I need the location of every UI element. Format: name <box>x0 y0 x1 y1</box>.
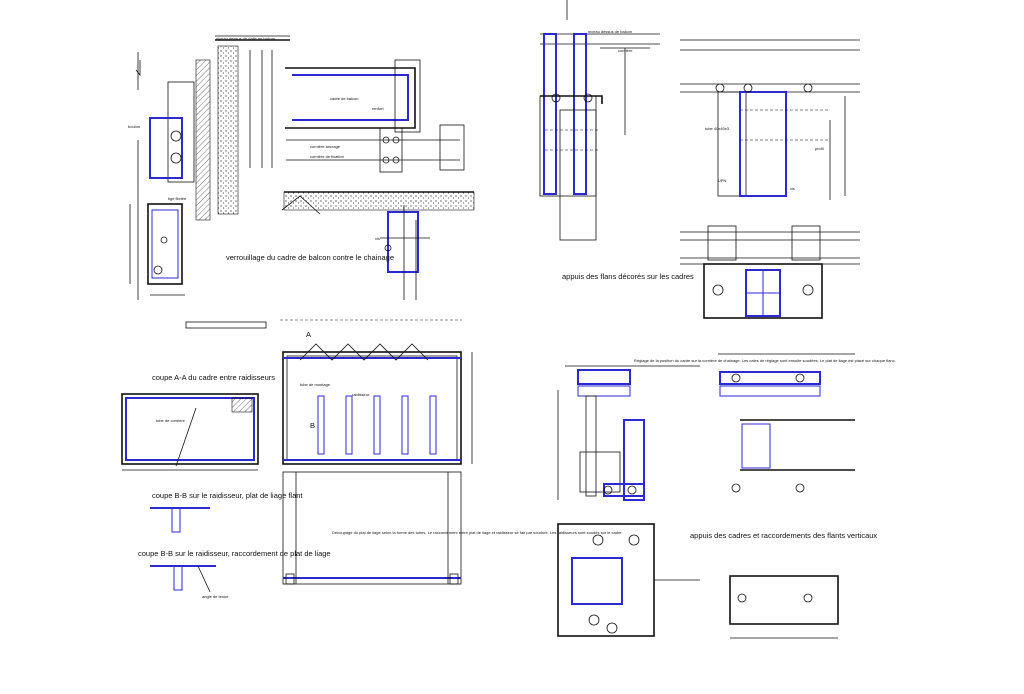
detail2-note-2: tube 40x40x3 <box>705 126 730 131</box>
detail3-note-2: tube de montage <box>300 382 331 387</box>
detail2-note-3: profil <box>815 146 824 151</box>
detail3-caption-1: coupe A-A du cadre entre raidisseurs <box>152 373 275 382</box>
detail3-caption-3: coupe B-B sur le raidisseur, raccordemen… <box>138 549 331 558</box>
detail-frame-elevation: coupe A-A du cadre entre raidisseurs cou… <box>121 319 623 599</box>
detail-frame-connections: appuis des cadres et raccordements des f… <box>557 353 896 639</box>
detail2-note-5: vis <box>790 186 795 191</box>
section-marker-b: B <box>310 421 315 430</box>
detail1-note-4: cornière ancrage <box>310 144 341 149</box>
detail1-note-6: boulon <box>128 124 140 129</box>
detail1-note-7: tige filetée <box>168 196 187 201</box>
detail1-caption: verrouillage du cadre de balcon contre l… <box>226 253 394 262</box>
detail3-caption-2: coupe B-B sur le raidisseur, plat de lia… <box>152 491 303 500</box>
detail1-note-5: cornière de fixation <box>310 154 344 159</box>
detail4-caption: appuis des cadres et raccordements des f… <box>690 531 877 540</box>
detail3-note-0: tube de cornière <box>156 418 186 423</box>
detail3-note-1: raidisseur <box>352 392 370 397</box>
detail1-note-2: renfort <box>372 106 384 111</box>
detail3-text-block: Découpage du plat de liage selon la form… <box>332 530 623 535</box>
detail-balcony-lock: verrouillage du cadre de balcon contre l… <box>128 35 475 300</box>
stiffeners <box>317 395 437 455</box>
detail2-note-4: UPN <box>718 178 727 183</box>
detail2-note-0: niveau dessus de balcon <box>588 29 632 34</box>
detail-flank-supports: appuis des flans décorés sur les cadres … <box>539 0 860 319</box>
detail1-note-3: vis <box>375 236 380 241</box>
detail3-note-3: angle de tenue <box>202 594 229 599</box>
detail1-note-0: niveau dessus de dalle au balcon <box>216 36 275 41</box>
section-marker-a: A <box>306 330 311 339</box>
detail2-note-1: cornière <box>618 48 633 53</box>
detail1-note-1: cadre de balcon <box>330 96 358 101</box>
detail2-caption: appuis des flans décorés sur les cadres <box>562 272 694 281</box>
detail4-note-block: Réglage de la position du cadre sur la c… <box>634 358 896 363</box>
